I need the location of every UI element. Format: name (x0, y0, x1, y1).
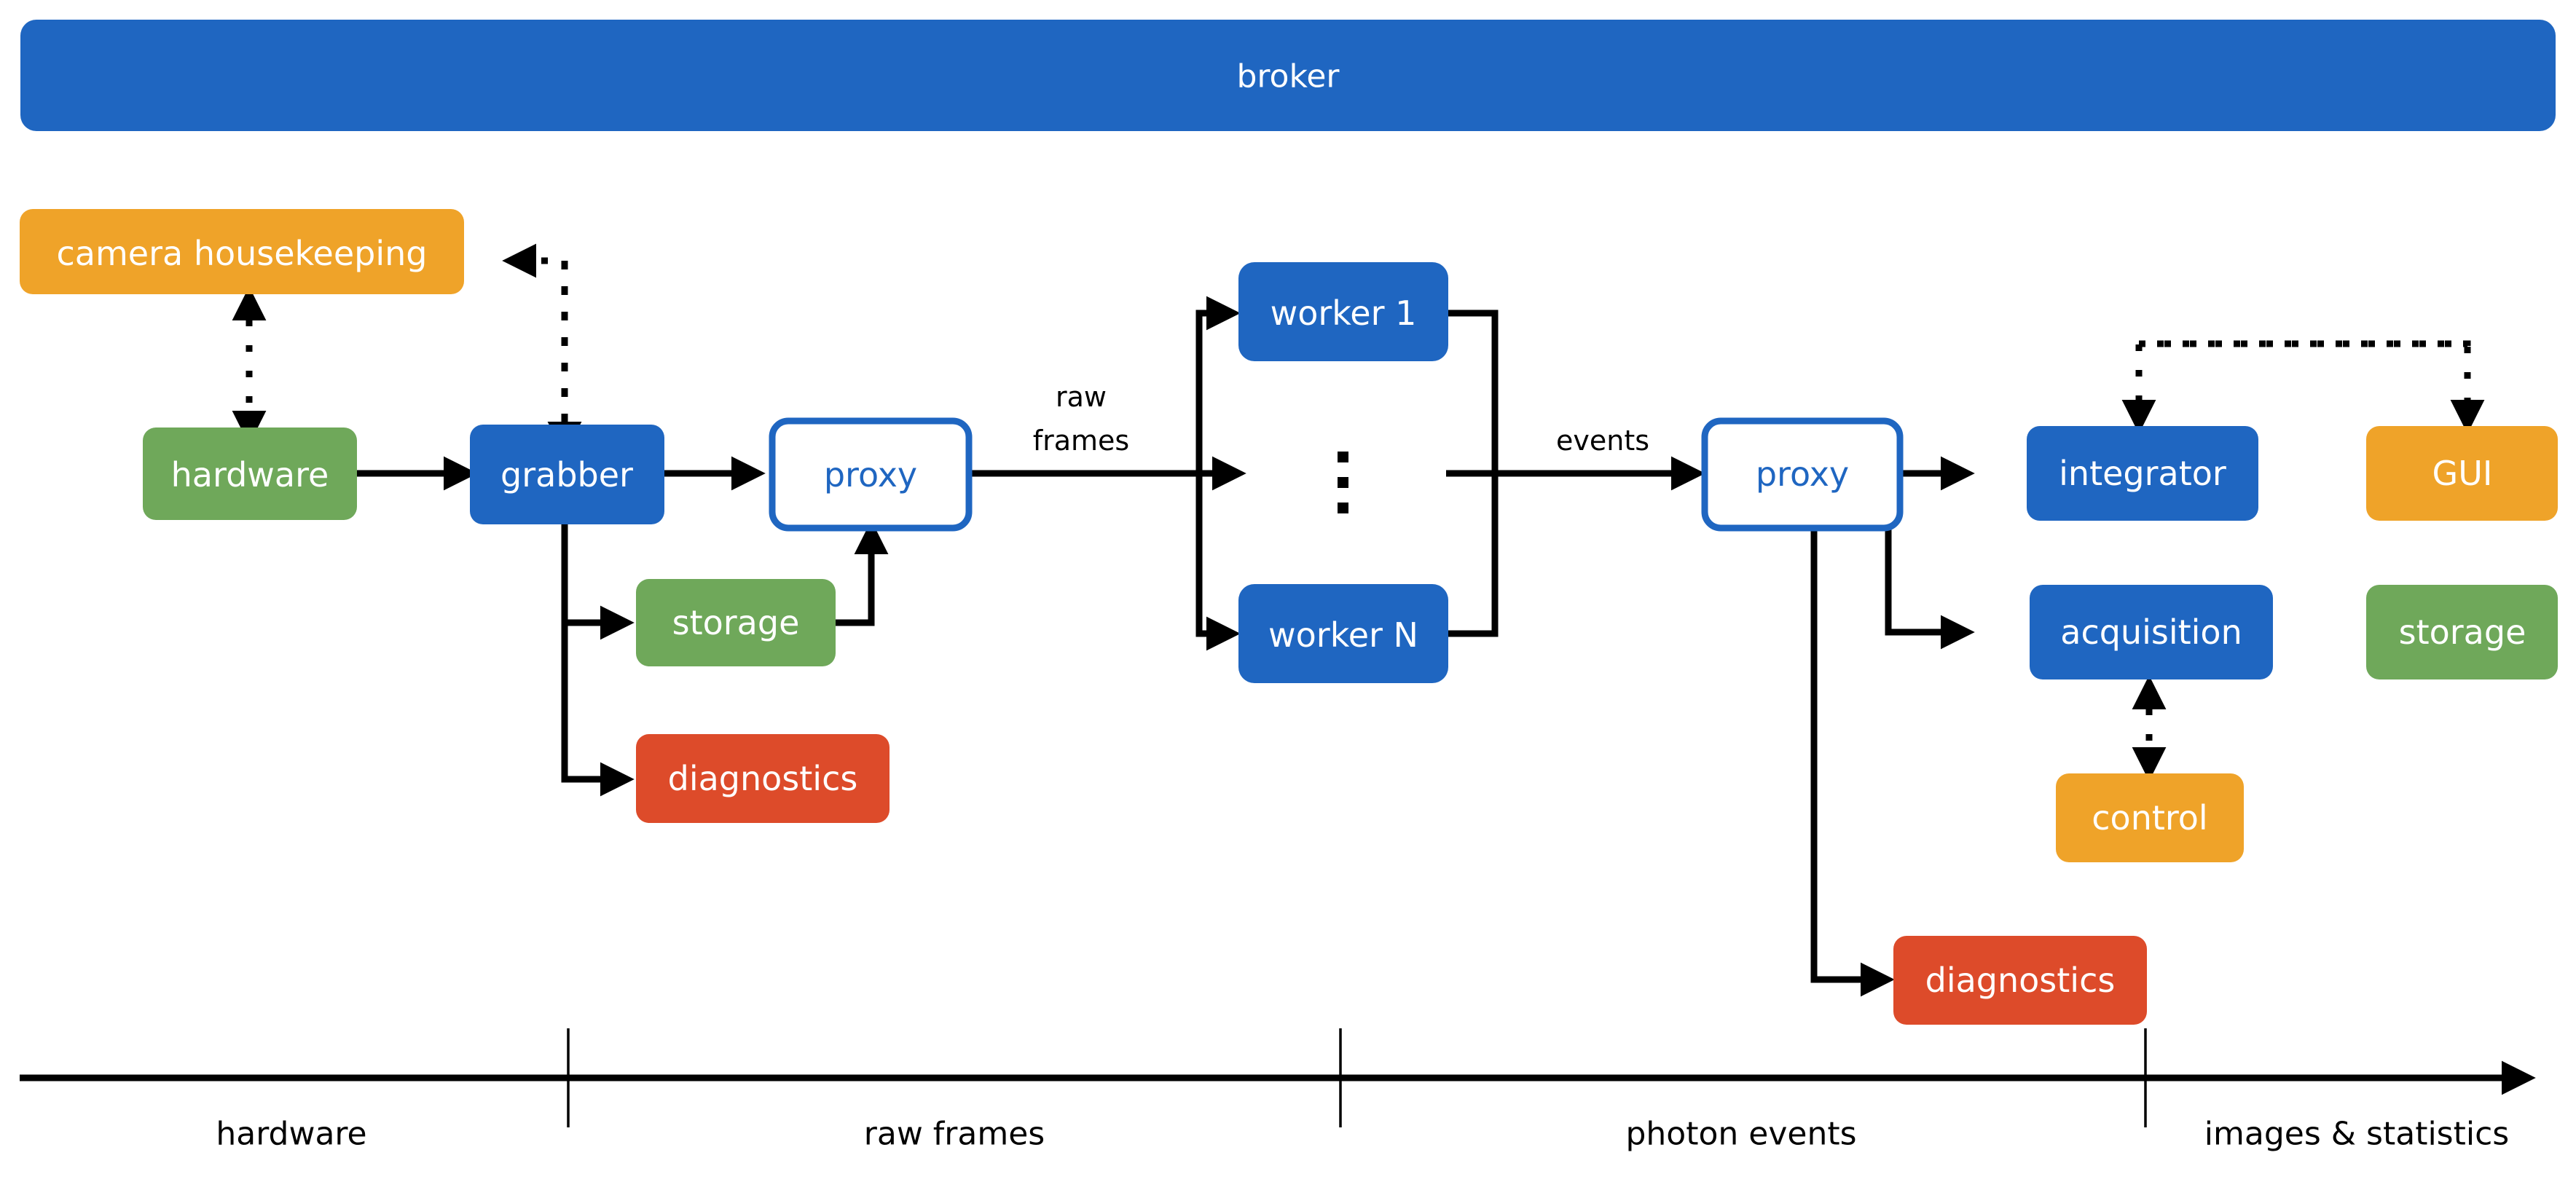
stage-label-raw-frames: raw frames (864, 1116, 1045, 1153)
node-storage-right-label: storage (2399, 612, 2526, 652)
node-storage-left[interactable]: storage (636, 579, 836, 666)
node-control-label: control (2092, 798, 2207, 838)
node-storage-right[interactable]: storage (2366, 585, 2558, 679)
edge-label-raw-frames-line2: frames (1033, 425, 1129, 457)
node-proxy-right[interactable]: proxy (1701, 417, 1904, 532)
node-worker-1[interactable]: worker 1 (1238, 262, 1448, 361)
node-worker-n[interactable]: worker N (1238, 584, 1448, 683)
edge-label-raw-frames: raw frames (1033, 381, 1129, 457)
broker-bar[interactable]: broker (20, 20, 2556, 131)
edge-grabber-storage (561, 524, 635, 640)
edge-grabber-diagnostics (561, 623, 635, 797)
node-grabber-label: grabber (500, 455, 633, 495)
node-acquisition[interactable]: acquisition (2030, 585, 2273, 679)
node-control[interactable]: control (2056, 773, 2244, 862)
edge-proxy-diagnostics (1810, 526, 1895, 997)
edge-storage-proxy (836, 520, 889, 626)
node-camera-housekeeping-label: camera housekeeping (57, 234, 428, 273)
worker-ellipsis-icon (1338, 452, 1348, 513)
node-diagnostics-left-label: diagnostics (668, 759, 858, 798)
node-worker-n-label: worker N (1268, 615, 1418, 655)
stage-label-photon-events: photon events (1625, 1116, 1856, 1153)
node-diagnostics-left[interactable]: diagnostics (636, 734, 890, 823)
stage-label-hardware: hardware (216, 1116, 366, 1153)
node-hardware-label: hardware (171, 455, 329, 495)
node-integrator[interactable]: integrator (2027, 426, 2258, 521)
stage-axis: hardware raw frames photon events images… (20, 1028, 2536, 1153)
node-hardware[interactable]: hardware (143, 428, 357, 520)
edge-label-raw-frames-line1: raw (1056, 381, 1107, 413)
node-integrator-label: integrator (2059, 454, 2226, 493)
node-worker-1-label: worker 1 (1271, 293, 1417, 333)
node-grabber[interactable]: grabber (470, 425, 664, 524)
node-proxy-left[interactable]: proxy (769, 417, 973, 532)
node-storage-left-label: storage (672, 603, 800, 642)
node-diagnostics-right[interactable]: diagnostics (1893, 936, 2147, 1025)
node-proxy-right-label: proxy (1756, 454, 1849, 494)
broker-label: broker (1236, 58, 1340, 95)
edge-gui-integrator-feedback (2121, 340, 2485, 434)
edge-grabber-housekeeping (502, 243, 582, 456)
node-diagnostics-right-label: diagnostics (1925, 961, 2116, 1000)
node-acquisition-label: acquisition (2060, 612, 2242, 652)
edge-proxy-workers (969, 296, 1246, 651)
edge-label-events-line1: events (1556, 425, 1649, 457)
node-camera-housekeeping[interactable]: camera housekeeping (20, 209, 464, 294)
node-gui-label: GUI (2432, 454, 2493, 493)
node-proxy-left-label: proxy (824, 455, 917, 495)
stage-label-images-statistics: images & statistics (2204, 1116, 2509, 1153)
node-gui[interactable]: GUI (2366, 426, 2558, 521)
edge-label-events: events (1556, 425, 1649, 457)
